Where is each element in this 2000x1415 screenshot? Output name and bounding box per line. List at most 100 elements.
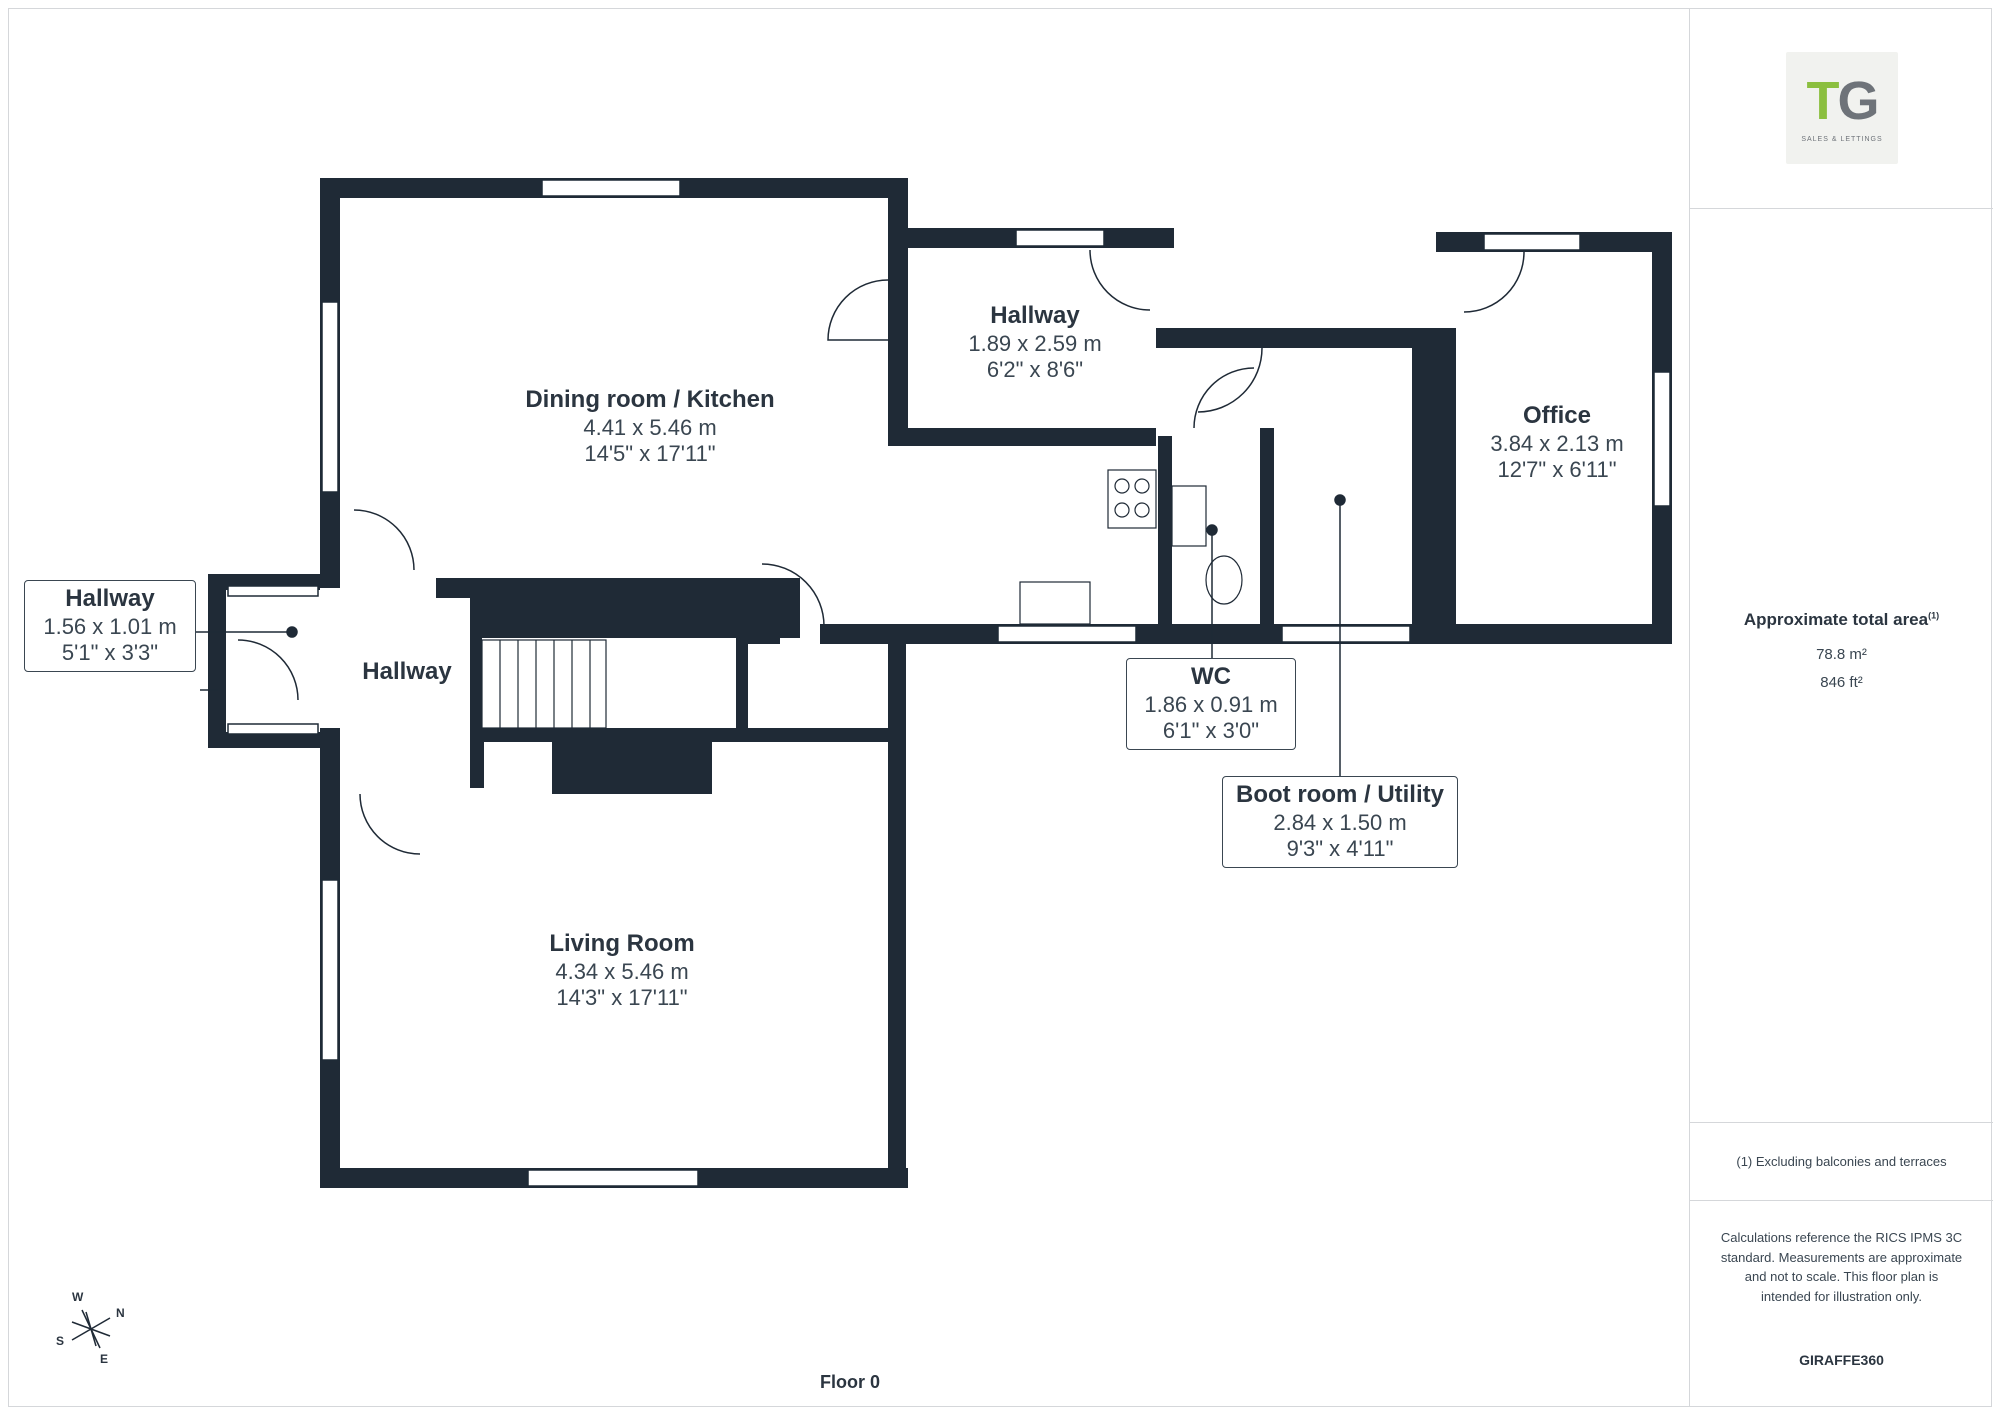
toilet [1205, 555, 1243, 605]
window [1015, 229, 1105, 247]
room-hallway-upper: Hallway 1.89 x 2.59 m 6'2" x 8'6" [935, 302, 1135, 384]
door-swing [353, 509, 415, 571]
room-imperial: 6'1" x 3'0" [1162, 718, 1260, 744]
wall [736, 638, 748, 738]
room-name: Hallway [65, 585, 155, 612]
divider [1690, 1200, 1993, 1201]
room-metric: 1.86 x 0.91 m [1144, 691, 1278, 717]
room-imperial: 14'5" x 17'11" [584, 441, 716, 467]
footnote: (1) Excluding balconies and terraces [1736, 1154, 1947, 1169]
divider [1690, 1122, 1993, 1123]
room-imperial: 12'7" x 6'11" [1497, 457, 1617, 483]
wall [470, 578, 482, 738]
window [321, 301, 339, 493]
room-name: Living Room [549, 930, 695, 957]
area-title-row: Approximate total area(1) [1690, 610, 1993, 630]
compass-s: S [56, 1334, 65, 1348]
windows [227, 179, 1671, 1187]
room-living: Living Room 4.34 x 5.46 m 14'3" x 17'11" [472, 930, 772, 1012]
wall [1260, 428, 1274, 640]
leader-lines [196, 494, 1346, 778]
room-metric: 2.84 x 1.50 m [1273, 809, 1407, 835]
logo-subtitle: SALES & LETTINGS [1801, 136, 1883, 143]
door-swing [1193, 367, 1255, 429]
compass-w: W [72, 1290, 84, 1304]
area-title: Approximate total area [1743, 610, 1929, 629]
room-hallway-entrance: Hallway 1.56 x 1.01 m 5'1" x 3'3" [24, 580, 196, 672]
room-name: WC [1191, 663, 1231, 690]
room-name: Hallway [362, 658, 452, 685]
room-boot-utility: Boot room / Utility 2.84 x 1.50 m 9'3" x… [1222, 776, 1458, 868]
divider [1690, 208, 1993, 209]
room-dining-kitchen: Dining room / Kitchen 4.41 x 5.46 m 14'5… [500, 386, 800, 468]
door-swing [1089, 249, 1151, 311]
hob [1107, 469, 1157, 529]
stairs [481, 639, 607, 729]
wall [740, 624, 780, 644]
wall [552, 728, 712, 794]
door-swings [237, 249, 1525, 855]
window [227, 723, 319, 735]
logo-letters: TG [1786, 70, 1898, 132]
window [1653, 371, 1671, 507]
room-metric: 3.84 x 2.13 m [1490, 430, 1624, 456]
room-imperial: 9'3" x 4'11" [1286, 836, 1394, 862]
room-wc: WC 1.86 x 0.91 m 6'1" x 3'0" [1126, 658, 1296, 750]
room-metric: 4.34 x 5.46 m [555, 958, 689, 984]
window [541, 179, 681, 197]
wall [1156, 328, 1430, 348]
room-metric: 4.41 x 5.46 m [583, 414, 717, 440]
window [527, 1169, 699, 1187]
door-swing [1197, 347, 1263, 413]
room-metric: 1.89 x 2.59 m [968, 330, 1102, 356]
wall [888, 638, 906, 1188]
room-name: Office [1522, 402, 1591, 429]
wall [888, 178, 908, 430]
wall [1158, 436, 1172, 640]
room-hallway-central: Hallway [352, 658, 462, 687]
room-name: Boot room / Utility [1236, 781, 1444, 808]
window [1281, 625, 1411, 643]
info-sidebar: TG SALES & LETTINGS Approximate total ar… [1689, 8, 1993, 1407]
room-metric: 1.56 x 1.01 m [43, 613, 177, 639]
wall [1412, 328, 1456, 644]
fixtures [481, 469, 1243, 729]
basin [1171, 485, 1207, 547]
wall [470, 728, 484, 788]
area-metric: 78.8 m² [1816, 646, 1867, 663]
door-swing [761, 563, 825, 627]
compass-e: E [100, 1352, 109, 1366]
window [997, 625, 1137, 643]
compass-n: N [116, 1306, 125, 1320]
door-swing [1463, 251, 1525, 313]
logo-letter-t: T [1806, 71, 1839, 131]
door-swing [827, 279, 889, 341]
room-name: Dining room / Kitchen [525, 386, 775, 413]
wall [436, 578, 470, 598]
area-note-mark: (1) [1928, 610, 1940, 621]
window [321, 879, 339, 1061]
logo-letter-g: G [1837, 71, 1879, 131]
room-imperial: 14'3" x 17'11" [556, 985, 688, 1011]
brand-name: GIRAFFE360 [1799, 1352, 1884, 1368]
wall [1412, 624, 1672, 644]
window [1483, 233, 1581, 251]
room-imperial: 6'2" x 8'6" [986, 357, 1084, 383]
brand-logo: TG SALES & LETTINGS [1786, 52, 1898, 164]
room-name: Hallway [990, 302, 1080, 329]
floor-label: Floor 0 [819, 1372, 880, 1392]
window [227, 585, 319, 597]
wall [208, 732, 320, 748]
wall [208, 574, 226, 748]
door-swing [237, 639, 299, 701]
room-imperial: 5'1" x 3'3" [61, 640, 159, 666]
wall [888, 428, 1156, 446]
floor-plan [71, 178, 1672, 1349]
wall [668, 578, 716, 638]
room-office: Office 3.84 x 2.13 m 12'7" x 6'11" [1457, 402, 1657, 484]
area-imperial: 846 ft² [1820, 674, 1863, 691]
page-frame [8, 8, 1992, 1407]
compass [71, 1309, 111, 1349]
sink [1019, 581, 1091, 625]
door-swing [359, 793, 421, 855]
